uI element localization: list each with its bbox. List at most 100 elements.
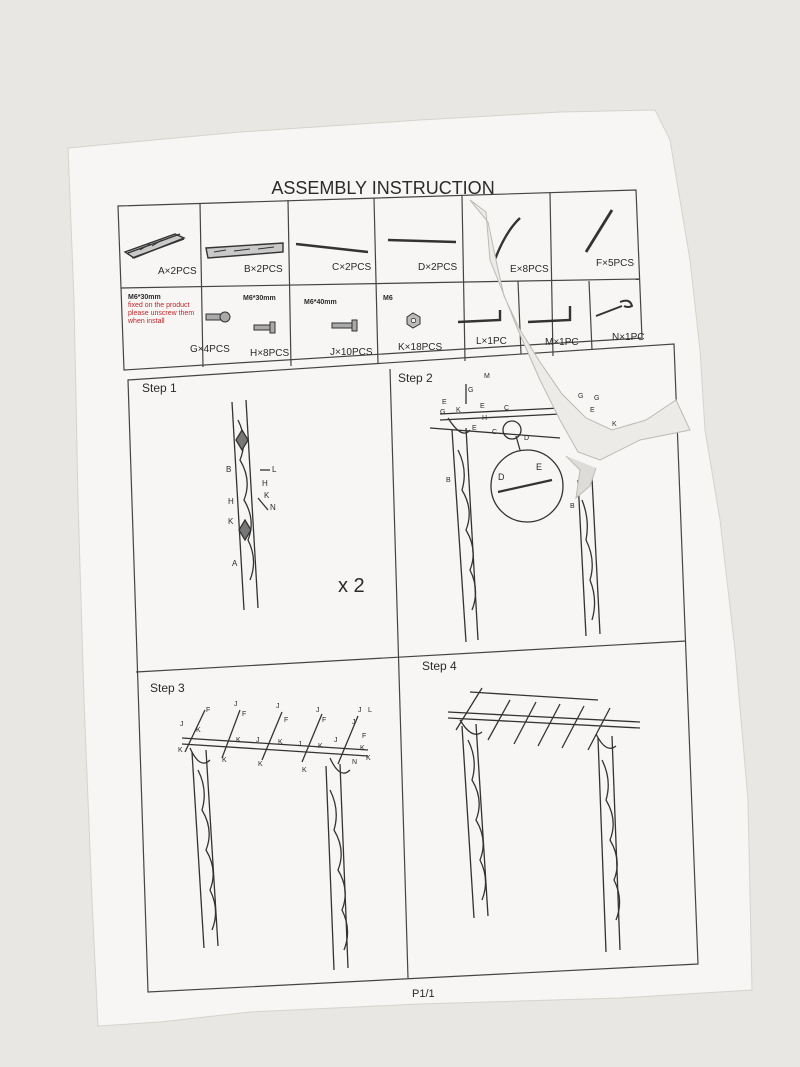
step-3-title: Step 3 [150,681,185,695]
step-1-callout-h: H [262,479,268,488]
paper-sheet [67,109,753,1027]
step-3-callout-f-4: F [322,717,326,724]
part-l-illustration [457,310,502,324]
step-1-callout-a: A [232,559,238,568]
step-3-illustration [181,709,369,971]
part-k-spec: M6 [383,295,393,302]
part-h-bolt-illustration [253,321,276,334]
part-j-spec: M6*40mm [304,299,337,306]
step-3-callout-k-2: K [236,737,241,744]
torn-paper-strip [469,199,691,500]
step-3-callout-k-9: K [258,761,263,768]
step-1-callout-l: L [272,465,277,474]
steps-frame [127,343,699,993]
part-h-spec: M6*30mm [243,295,276,302]
step-3-callout-j-6: J [358,707,362,714]
parts-table [117,189,643,371]
step-2-callout-g-3: G [578,393,583,400]
step-3-callout-k-4: K [318,743,323,750]
part-d-label: D×2PCS [418,262,458,273]
part-j-label: J×10PCS [330,347,373,358]
step-2-callout-g: G [468,387,473,394]
part-g-note-line-1: fixed on the product [128,302,190,309]
step-2-callout-e-4: E [590,407,595,414]
part-g-label: G×4PCS [190,344,230,355]
part-g-note-line-2: please unscrew them [128,310,194,317]
part-f-illustration [584,209,614,253]
step-2-callout-b-2: B [570,503,575,510]
part-d-illustration [387,238,457,244]
step-2-detail-d: D [498,472,505,482]
step-2-callout-b: B [446,477,451,484]
step-2-callout-k: K [456,407,461,414]
step-2-title: Step 2 [398,371,433,385]
part-k-nut-hole [410,317,417,324]
step-2-callout-d: D [524,435,529,442]
step-1-multiplier: x 2 [338,575,365,597]
part-g-spec: M6*30mm [128,294,161,301]
step-2-callout-e: E [442,399,447,406]
step-1-callout-h-2: H [228,497,234,506]
document-title: ASSEMBLY INSTRUCTION [271,178,494,198]
part-m-label: M×1PC [545,337,579,348]
step-2-callout-g-2: G [440,409,445,416]
part-l-label: L×1PC [476,336,507,347]
page-number: P1/1 [412,988,435,1000]
step-3-callout-j-8: J [298,741,302,748]
step-2-callout-m: M [484,373,490,380]
part-g-bolt-illustration [205,311,231,323]
step-1-callout-b: B [226,465,231,474]
part-b-illustration [205,242,284,259]
step-3-callout-j-9: J [334,737,338,744]
step-3-callout-k-5: K [360,745,365,752]
step-3-callout-k-7: K [178,747,183,754]
part-c-illustration [295,242,369,254]
step-1-title: Step 1 [142,381,177,395]
step-3-callout-j-7: J [256,737,260,744]
step-1-callout-k: K [264,491,270,500]
step-4-title: Step 4 [422,659,457,673]
part-k-label: K×18PCS [398,342,443,353]
step-4-illustration [447,687,641,953]
part-f-label: F×5PCS [596,258,634,269]
step-3-callout-f-2: F [242,711,246,718]
part-j-bolt-illustration [331,319,358,332]
step-2-callout-c: C [504,405,509,412]
step-3-callout-j-5: J [352,719,356,726]
step-1-callout-k-2: K [228,517,234,526]
step-2-illustration [429,384,601,643]
step-2-callout-e-2: E [480,403,485,410]
step-2-callout-c-2: C [492,429,497,436]
step-3-callout-k-3: K [278,739,283,746]
part-c-label: C×2PCS [332,262,372,273]
step-1-callout-n: N [270,503,276,512]
step-3-callout-j-3: J [276,703,280,710]
step-2-callout-h: H [482,415,487,422]
step-3-callout-k-6: K [366,755,371,762]
step-3-callout-l: L [368,707,372,714]
part-e-label: E×8PCS [510,264,549,275]
step-3-callout-f-5: F [362,733,366,740]
step-3-callout-f: F [206,707,210,714]
step-3-callout-f-3: F [284,717,288,724]
part-a-label: A×2PCS [158,266,197,277]
step-3-callout-j-4: J [316,707,320,714]
part-b-label: B×2PCS [244,264,283,275]
step-2-callout-e-3: E [472,425,477,432]
part-a-illustration [123,233,186,259]
part-h-label: H×8PCS [250,348,290,359]
step-3-callout-n: N [352,759,357,766]
step-3-callout-j-2: J [234,701,238,708]
step-2-callout-k-2: K [612,421,617,428]
step-3-callout-k-10: K [302,767,307,774]
part-n-label: N×1PC [612,332,645,343]
step-2-callout-g-4: G [594,395,599,402]
step-2-detail-e: E [536,462,542,472]
part-g-note-line-3: when install [127,318,165,325]
wrench-icon [595,299,634,317]
step-3-callout-k-8: K [222,757,227,764]
part-m-illustration [527,306,572,324]
step-1-illustration [231,399,270,611]
step-3-callout-j: J [180,721,184,728]
